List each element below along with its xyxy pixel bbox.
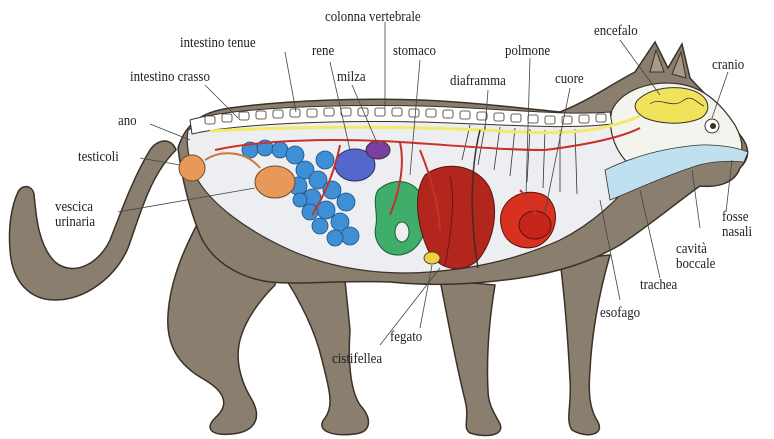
label-stomaco: stomaco xyxy=(393,44,436,59)
label-esofago: esofago xyxy=(600,306,640,321)
front-leg-far xyxy=(560,255,610,435)
spleen xyxy=(366,141,390,159)
label-intestino-crasso: intestino crasso xyxy=(130,70,210,85)
label-trachea: trachea xyxy=(640,278,677,293)
label-encefalo: encefalo xyxy=(594,24,638,39)
front-leg xyxy=(440,280,501,436)
label-cranio: cranio xyxy=(712,58,744,73)
label-cistifellea: cistifellea xyxy=(332,352,382,367)
label-polmone: polmone xyxy=(505,44,550,59)
label-rene: rene xyxy=(312,44,334,59)
label-intestino-tenue: intestino tenue xyxy=(180,36,256,51)
stomach-fold xyxy=(395,222,409,242)
label-milza: milza xyxy=(337,70,366,85)
gallbladder xyxy=(424,252,440,264)
eye-pupil xyxy=(710,123,716,129)
label-fegato: fegato xyxy=(390,330,422,345)
label-cuore: cuore xyxy=(555,72,584,87)
heart xyxy=(519,211,551,239)
bladder xyxy=(255,166,295,198)
label-testicoli: testicoli xyxy=(78,150,119,165)
label-diaframma: diaframma xyxy=(450,74,506,89)
label-colonna-vertebrale: colonna vertebrale xyxy=(325,10,421,25)
testicles xyxy=(179,155,205,181)
label-ano: ano xyxy=(118,114,137,129)
